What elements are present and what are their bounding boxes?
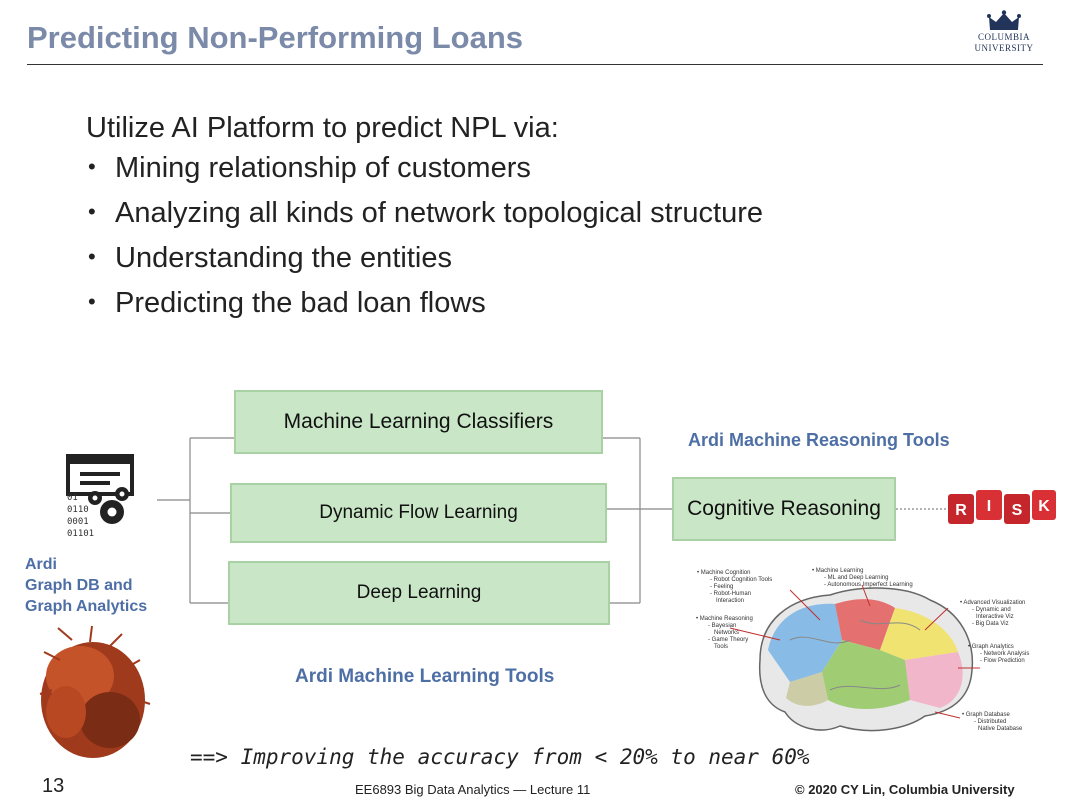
binary-text: 01 0110 0001 01101 [67, 493, 94, 539]
bullet-item: • Mining relationship of customers [88, 152, 531, 185]
slide-title: Predicting Non-Performing Loans [27, 20, 524, 55]
binary-line: 0001 [67, 517, 89, 527]
fractal-head-image [39, 625, 151, 758]
graph-label-line: Graph DB and [25, 577, 133, 594]
graph-analytics-label: Ardi Graph DB and Graph Analytics [25, 554, 147, 617]
brain-note: • Machine Learning [812, 568, 863, 574]
brain-note: Interaction [716, 598, 744, 604]
brain-note: Tools [714, 644, 728, 650]
binary-line: 01 [67, 493, 78, 503]
binary-line: 01101 [67, 529, 94, 539]
deep-learning-box: Deep Learning [228, 561, 610, 625]
brain-note: • Machine Reasoning [696, 616, 753, 622]
brain-note: - Network Analysis [980, 651, 1029, 657]
brain-note: - ML and Deep Learning [824, 575, 889, 581]
connector-lines [157, 437, 946, 604]
logo-line-2: University [974, 43, 1034, 53]
bullet-dot: • [88, 289, 96, 314]
graph-label-line: Ardi [25, 556, 57, 573]
ml-tools-label: Ardi Machine Learning Tools [295, 666, 555, 687]
bullet-text: Mining relationship of customers [115, 152, 531, 184]
bullet-item: • Predicting the bad loan flows [88, 287, 486, 320]
binary-line: 0110 [67, 505, 89, 515]
bullet-dot: • [88, 199, 96, 224]
brain-note: - Feeling [710, 584, 733, 590]
reasoning-tools-label: Ardi Machine Reasoning Tools [688, 430, 950, 450]
graph-label-line: Graph Analytics [25, 598, 148, 615]
brain-note: - Game Theory [708, 637, 748, 643]
columbia-logo: Columbia University [968, 10, 1040, 62]
dynamic-flow-learning-box: Dynamic Flow Learning [230, 483, 607, 543]
footer-course: EE6893 Big Data Analytics — Lecture 11 [355, 782, 591, 797]
bullet-dot: • [88, 154, 96, 179]
brain-note: - Big Data Viz [972, 621, 1009, 627]
bullet-item: • Understanding the entities [88, 242, 452, 275]
bullet-item: • Analyzing all kinds of network topologi… [88, 197, 763, 230]
risk-letter: S [1012, 502, 1023, 519]
brain-note: - Bayesian [708, 623, 736, 629]
risk-letter: I [987, 498, 991, 515]
risk-letter: K [1038, 498, 1050, 515]
risk-dice-image: R I S K [948, 490, 1056, 524]
box-label: Machine Learning Classifiers [283, 410, 554, 433]
bullet-text: Analyzing all kinds of network topologic… [115, 197, 763, 229]
slide-number: 13 [42, 775, 65, 797]
cognitive-reasoning-box: Cognitive Reasoning [672, 477, 896, 541]
conclusion-text: ==> Improving the accuracy from < 20% to… [190, 745, 810, 769]
ml-classifiers-box: Machine Learning Classifiers [234, 390, 603, 454]
box-label: Dynamic Flow Learning [319, 502, 518, 523]
brain-note: - Distributed [974, 719, 1006, 725]
brain-note: Native Database [978, 726, 1023, 732]
bullet-dot: • [88, 244, 96, 269]
bullet-text: Understanding the entities [115, 242, 452, 274]
logo-line-1: Columbia [977, 32, 1030, 42]
brain-annotations: • Machine Cognition - Robot Cognition To… [696, 568, 1029, 732]
footer-copyright: © 2020 CY Lin, Columbia University [795, 782, 1015, 797]
brain-note: • Machine Cognition [697, 570, 750, 576]
data-gears-icon [66, 454, 134, 524]
crown-icon [987, 10, 1021, 30]
brain-note: • Graph Database [962, 712, 1010, 718]
brain-note: - Dynamic and [972, 607, 1011, 613]
brain-note: Interactive Viz [976, 614, 1014, 620]
brain-note: - Robot Cognition Tools [710, 577, 772, 583]
brain-note: • Graph Analytics [968, 644, 1014, 650]
title-divider [27, 64, 1043, 65]
risk-letter: R [955, 502, 967, 519]
brain-note: • Advanced Visualization [960, 600, 1025, 606]
bullet-text: Predicting the bad loan flows [115, 287, 486, 319]
intro-text: Utilize AI Platform to predict NPL via: [86, 112, 559, 144]
box-label: Cognitive Reasoning [687, 497, 881, 520]
brain-note: Networks [714, 630, 739, 636]
brain-note: - Flow Prediction [980, 658, 1025, 664]
box-label: Deep Learning [356, 582, 482, 603]
brain-note: - Autonomous Imperfect Learning [824, 582, 913, 588]
brain-diagram-image [729, 584, 980, 732]
brain-note: - Robot-Human [710, 591, 751, 597]
